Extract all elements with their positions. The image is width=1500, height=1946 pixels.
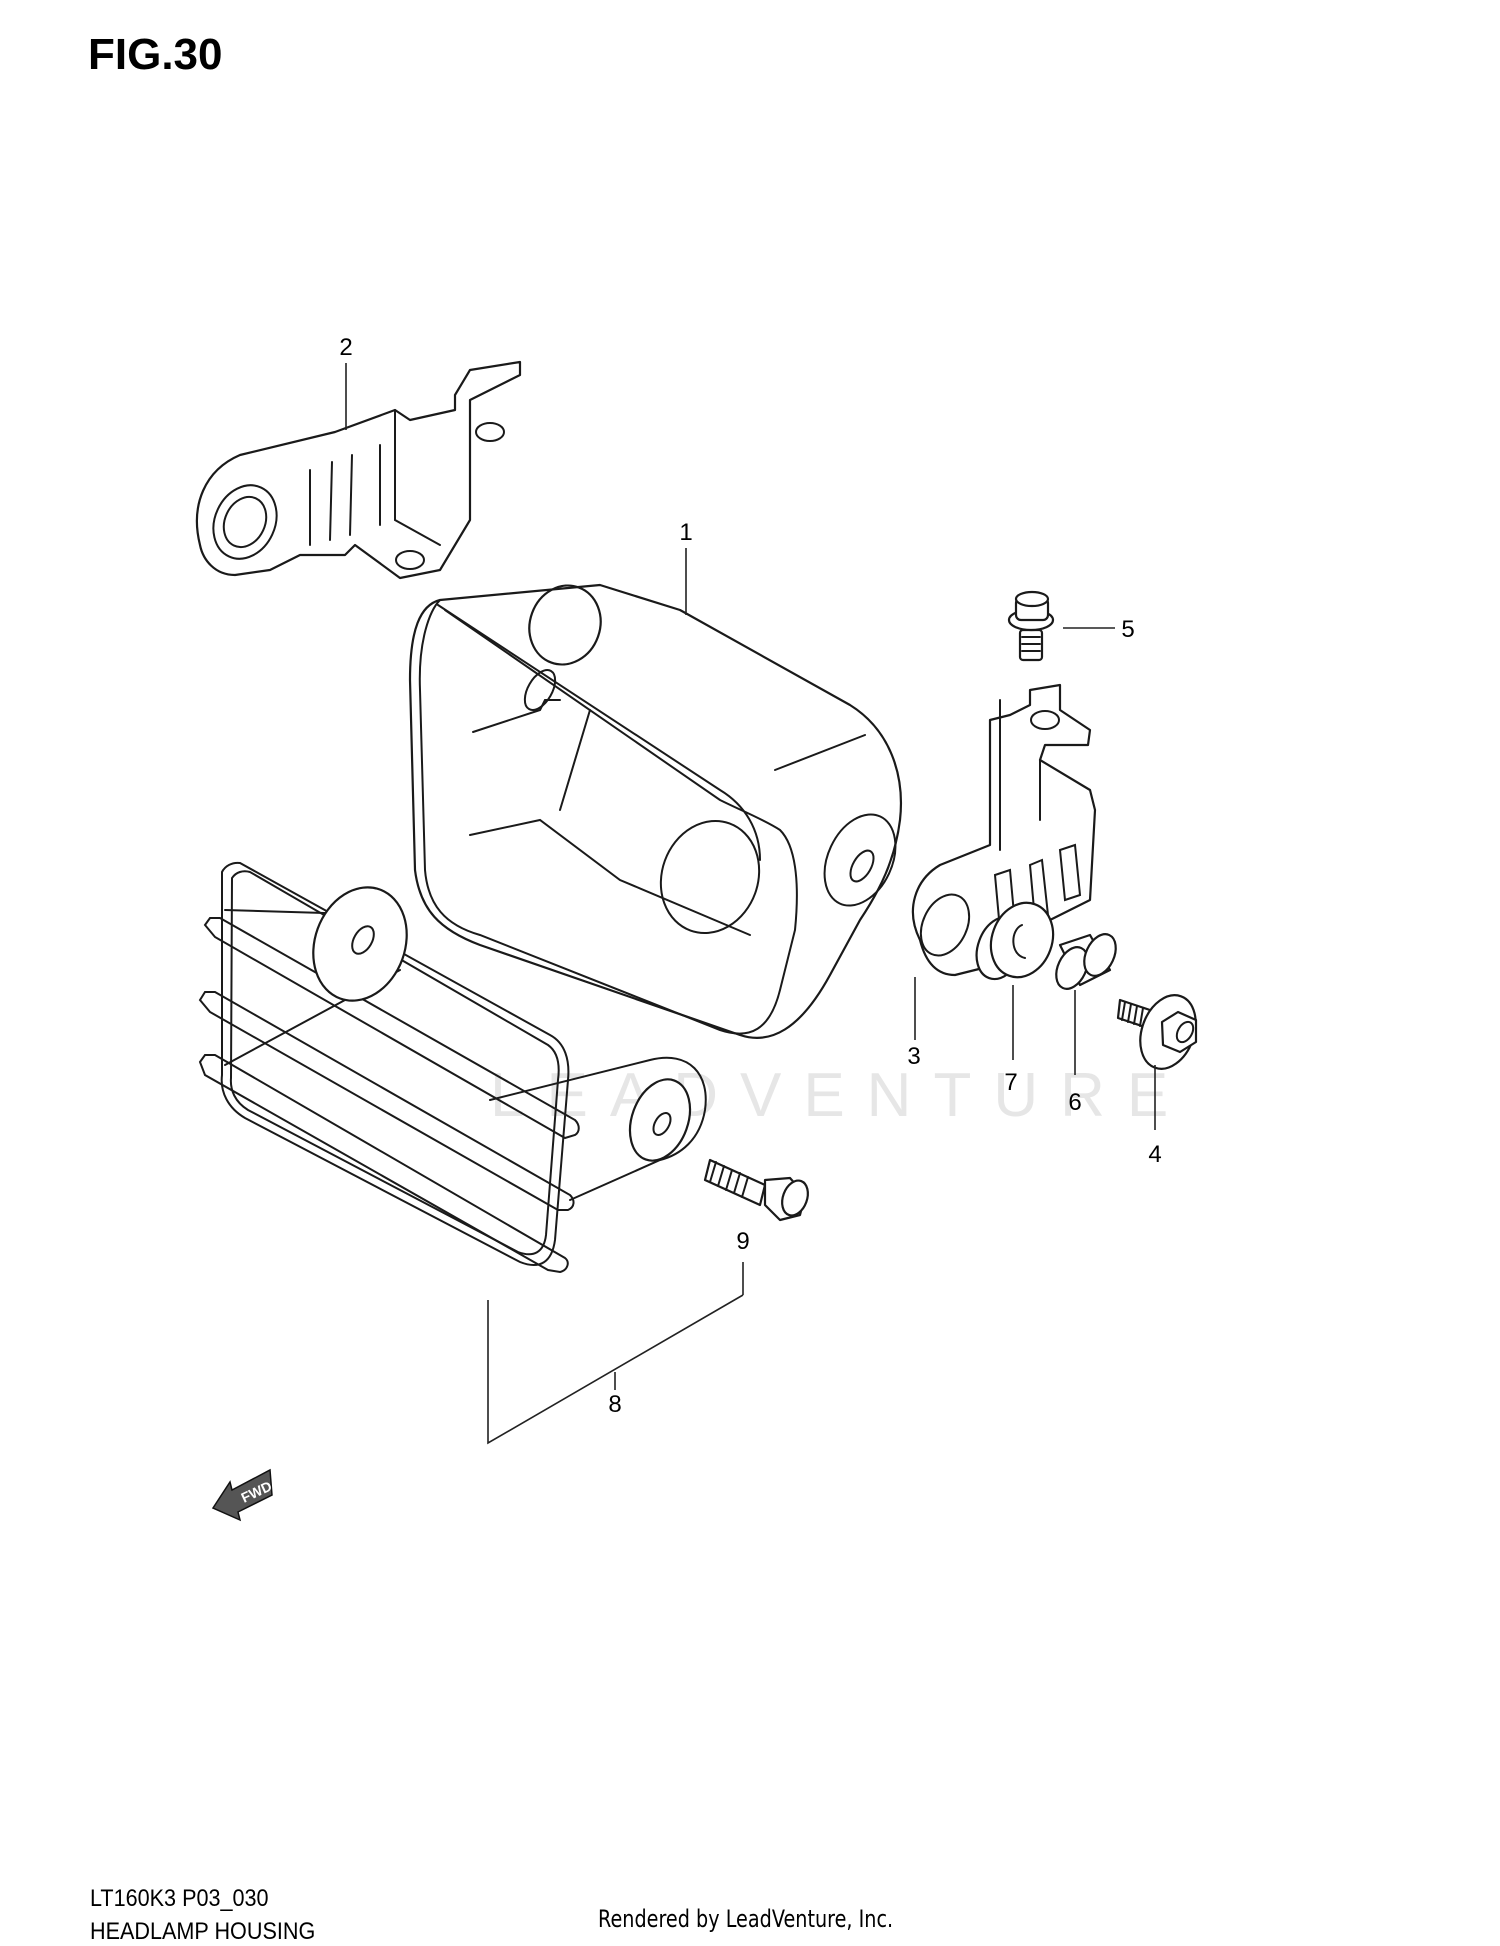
rendered-by-credit: Rendered by LeadVenture, Inc. [598, 1905, 894, 1933]
callout-3[interactable]: 3 [907, 1043, 921, 1070]
callout-4[interactable]: 4 [1148, 1141, 1162, 1168]
figure-label: FIG.30 [88, 30, 223, 79]
callout-2[interactable]: 2 [339, 334, 353, 361]
callout-1[interactable]: 1 [679, 519, 693, 546]
cushion-7-part[interactable] [968, 894, 1063, 986]
section-title: HEADLAMP HOUSING [90, 1918, 316, 1945]
callout-7[interactable]: 7 [1004, 1069, 1018, 1096]
bolt-5-part[interactable] [1007, 590, 1055, 662]
callout-9[interactable]: 9 [736, 1228, 750, 1255]
callout-8[interactable]: 8 [608, 1391, 622, 1418]
bracket-left-part[interactable] [195, 360, 522, 580]
forward-direction-arrow: FWD [211, 1468, 274, 1522]
spacer-6-part[interactable] [1050, 929, 1122, 994]
bolt-9-part[interactable] [703, 1158, 812, 1222]
headlamp-housing-part[interactable] [408, 575, 909, 1039]
headlamp-guard-part[interactable] [198, 861, 707, 1274]
bolt-4-part[interactable] [1116, 987, 1205, 1076]
callout-leaders [345, 363, 1156, 1445]
bracket-right-part[interactable] [911, 683, 1097, 977]
callout-5[interactable]: 5 [1121, 616, 1135, 643]
model-code: LT160K3 P03_030 [90, 1885, 269, 1912]
callout-6[interactable]: 6 [1068, 1089, 1082, 1116]
